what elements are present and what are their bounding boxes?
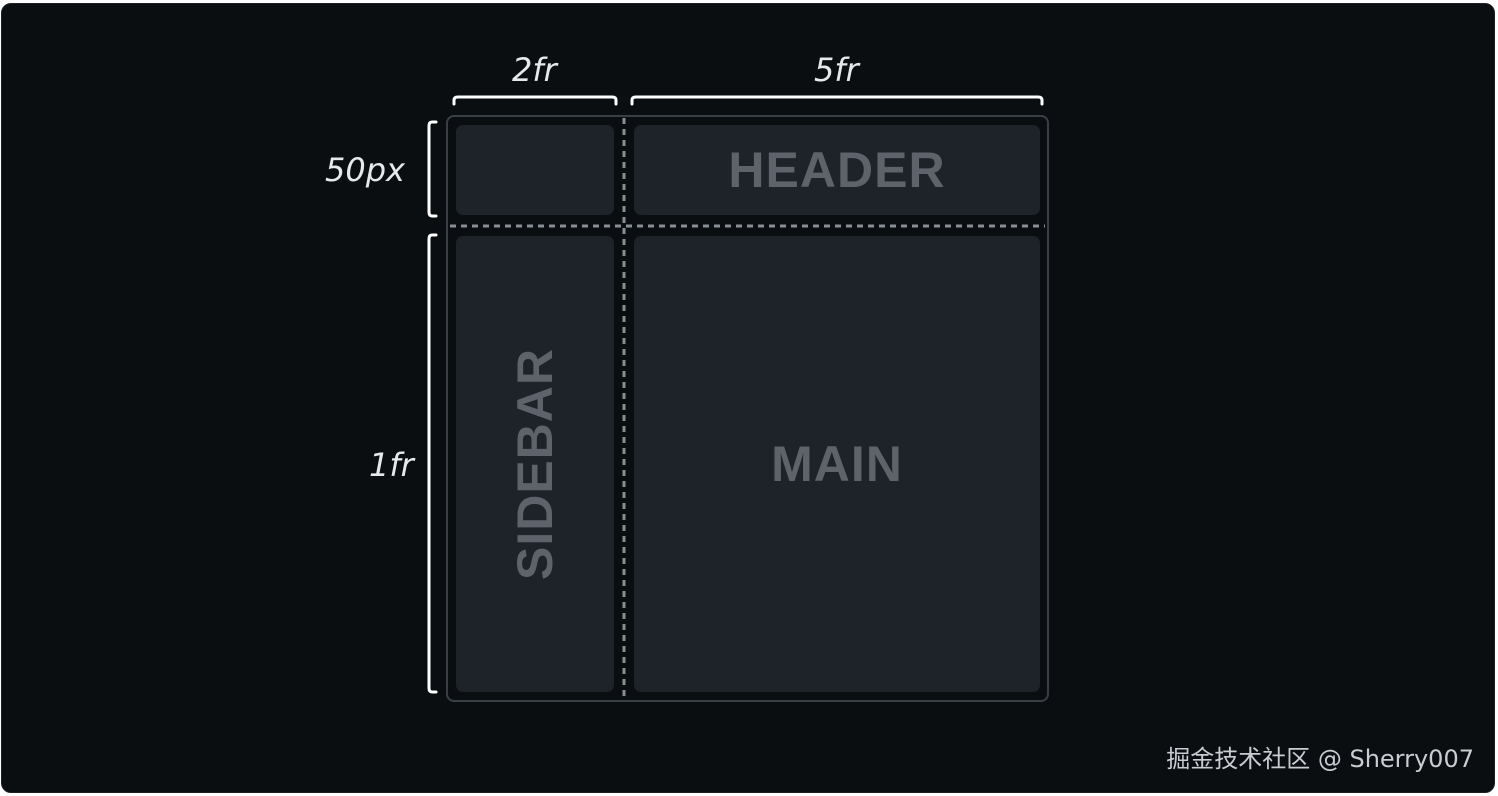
- header-area: HEADER: [634, 125, 1040, 215]
- main-area: MAIN: [634, 236, 1040, 692]
- grid-cell-empty-corner: [456, 125, 614, 215]
- grid-container: [446, 115, 1049, 702]
- row-1-bracket: [427, 120, 438, 218]
- main-area-label: MAIN: [771, 436, 903, 492]
- watermark: 掘金技术社区 @ Sherry007: [1166, 745, 1474, 773]
- row-2-size-label: 1fr: [369, 446, 414, 484]
- column-1-bracket: [452, 95, 618, 106]
- column-2-bracket: [630, 95, 1044, 106]
- header-area-label: HEADER: [728, 142, 946, 198]
- sidebar-area: SIDEBAR: [456, 236, 614, 692]
- column-1-size-label: 2fr: [512, 51, 557, 89]
- row-2-bracket: [427, 233, 438, 694]
- row-1-size-label: 50px: [325, 151, 405, 189]
- column-2-size-label: 5fr: [814, 51, 859, 89]
